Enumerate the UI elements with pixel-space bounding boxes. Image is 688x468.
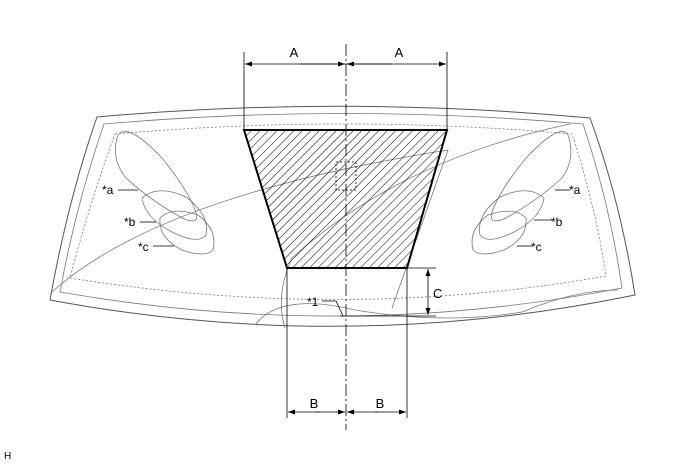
dimension-label-a-left: A	[290, 45, 299, 60]
right-zone-b	[479, 190, 545, 240]
right-zone-c	[471, 210, 527, 255]
dimension-label-a-right: A	[395, 45, 404, 60]
callout-left-b: *b	[124, 215, 136, 229]
dimension-label-c: C	[433, 286, 442, 301]
callout-right-a: *a	[569, 183, 581, 197]
callout-left-c: *c	[138, 240, 149, 254]
callout-right-b: *b	[551, 215, 563, 229]
right-zone-a	[490, 131, 572, 222]
left-zone-b	[141, 190, 207, 240]
left-zone-c	[159, 210, 215, 255]
cowl-curve	[254, 289, 619, 326]
windshield-inner-outline	[59, 113, 623, 317]
left-zone-a	[114, 131, 198, 222]
callout-left-a: *a	[102, 183, 114, 197]
callout-one: *1	[307, 295, 319, 309]
ceramic-dotted-border	[69, 123, 607, 300]
dimension-label-b-right: B	[376, 396, 385, 411]
dimension-label-b-left: B	[310, 396, 319, 411]
hatched-test-area	[242, 129, 449, 269]
corner-mark: H	[4, 451, 11, 462]
windshield-outer-outline	[49, 105, 636, 327]
leader-one	[322, 300, 344, 317]
callout-right-c: *c	[531, 240, 542, 254]
